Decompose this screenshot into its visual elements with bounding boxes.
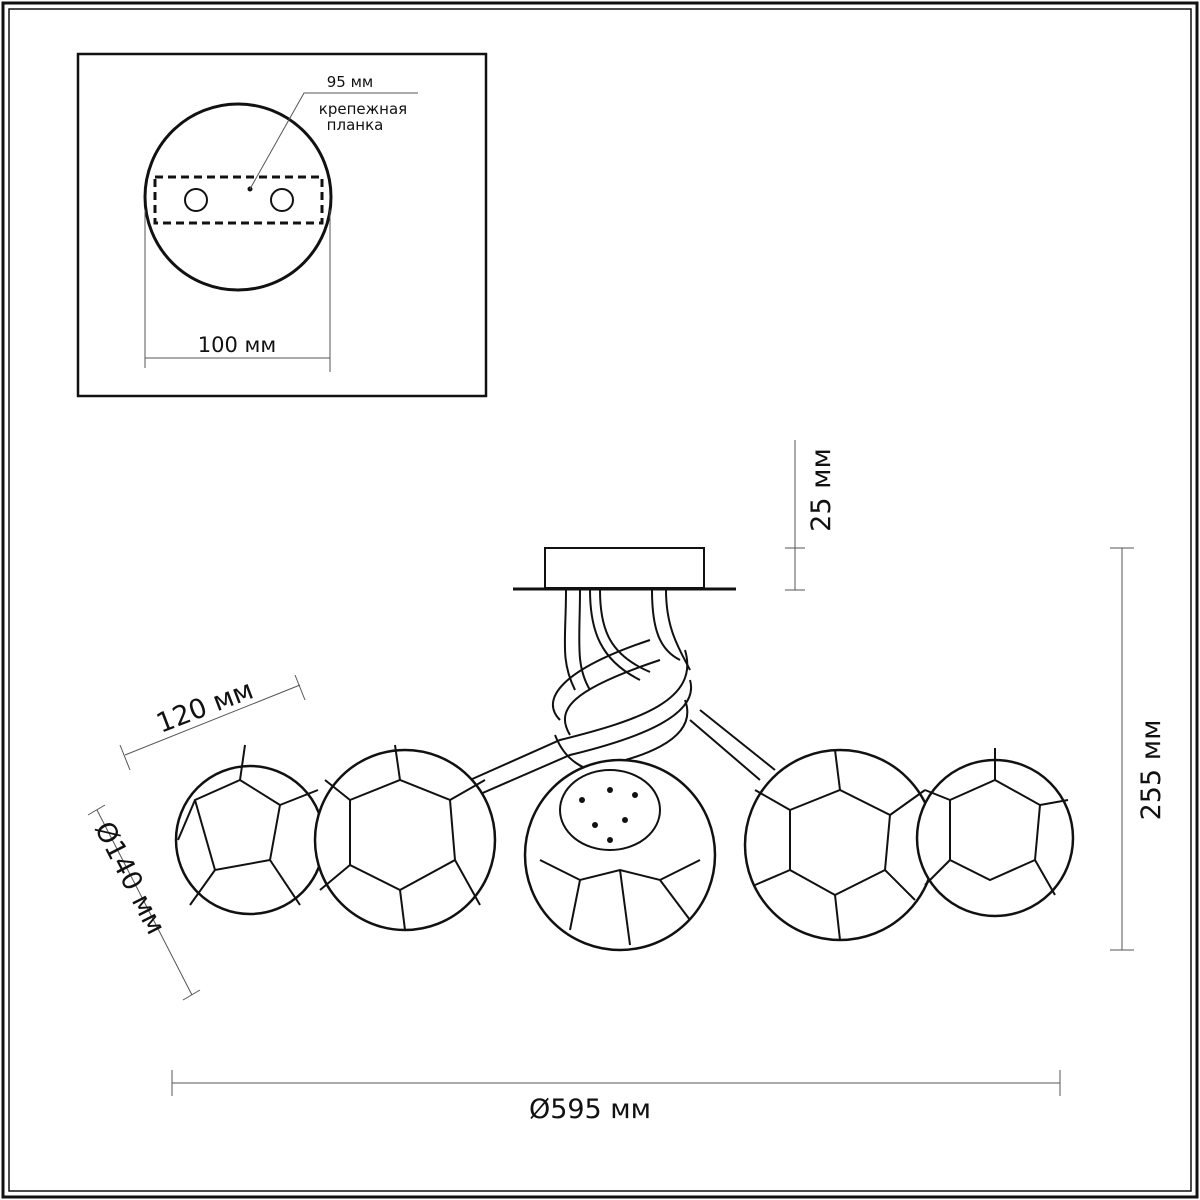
inset-frame xyxy=(76,52,488,398)
bracket-length-label: 95 мм xyxy=(327,73,374,91)
inner-frame xyxy=(8,8,1192,1192)
shade-2 xyxy=(313,744,497,932)
canopy-diameter-label: 100 мм xyxy=(198,333,276,357)
total-height-label: 255 мм xyxy=(1136,720,1167,821)
canopy xyxy=(513,547,736,591)
shade-5 xyxy=(915,748,1075,918)
canopy-top-view xyxy=(143,102,333,292)
shade-3 xyxy=(523,758,717,952)
mounting-bracket xyxy=(153,175,324,225)
shade-1 xyxy=(174,744,326,916)
screw-hole-left xyxy=(184,188,208,212)
glass-shades xyxy=(174,744,1075,952)
shade-4 xyxy=(743,748,937,942)
screw-hole-right xyxy=(270,188,294,212)
shade-diameter-label: Ø140 мм xyxy=(88,817,171,940)
canopy-height-label: 25 мм xyxy=(806,448,837,532)
dimension-lines xyxy=(87,440,1134,1096)
mounting-inset: 95 мм крепежная планка 100 мм xyxy=(76,52,488,398)
total-diameter-label: Ø595 мм xyxy=(529,1094,651,1125)
arm-length-label: 120 мм xyxy=(152,675,257,740)
leader-line xyxy=(249,92,418,190)
bracket-label-2: планка xyxy=(327,116,384,134)
bracket-label-1: крепежная xyxy=(319,100,407,118)
